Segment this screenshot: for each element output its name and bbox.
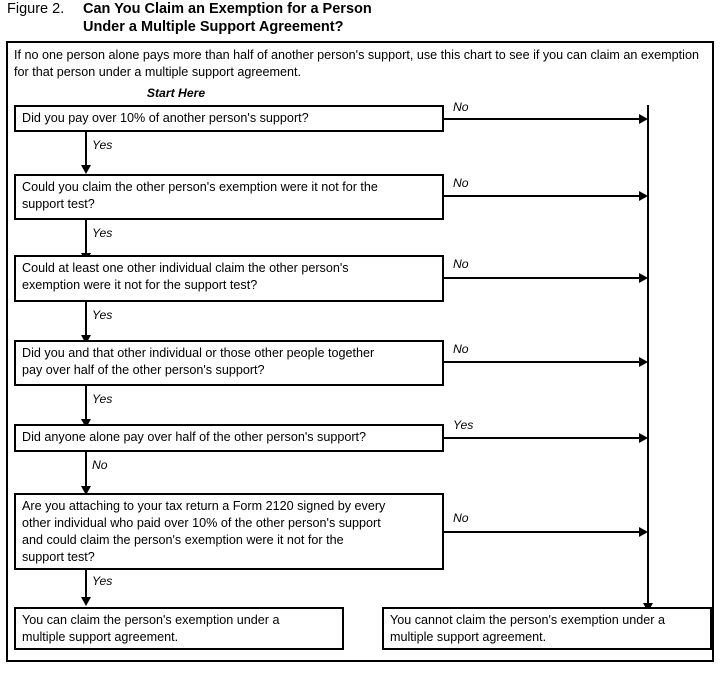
question-box-q2-line-2: support test? [22, 197, 95, 211]
arrowhead-q2-no [639, 191, 648, 201]
connector-q5-yes-horizontal [444, 437, 640, 439]
outcome-positive-line-2: multiple support agreement. [22, 630, 179, 644]
connector-q2-yes-vertical [85, 220, 87, 258]
start-here-label: Start Here [146, 86, 206, 100]
question-box-q1-line-1: Did you pay over 10% of another person's… [22, 111, 309, 125]
branch-label-q1-no: No [453, 100, 469, 114]
branch-label-q4-no: No [453, 342, 469, 356]
arrowhead-q6-yes [81, 597, 91, 606]
connector-q6-yes-vertical [85, 570, 87, 601]
connector-q3-no-horizontal [444, 277, 640, 279]
branch-label-q6-yes: Yes [92, 574, 113, 588]
arrowhead-q5-yes [639, 433, 648, 443]
arrowhead-q4-no [639, 357, 648, 367]
outcome-box-negative[interactable]: You cannot claim the person's exemption … [382, 607, 712, 650]
connector-no-collector-rail [647, 105, 649, 607]
question-box-q1[interactable]: Did you pay over 10% of another person's… [14, 105, 444, 132]
question-box-q2-line-1: Could you claim the other person's exemp… [22, 180, 378, 194]
connector-q6-no-horizontal [444, 531, 640, 533]
question-box-q6[interactable]: Are you attaching to your tax return a F… [14, 493, 444, 570]
figure-title-line-2: Under a Multiple Support Agreement? [83, 19, 344, 35]
question-box-q6-line-3: and could claim the person's exemption w… [22, 533, 344, 547]
question-box-q2[interactable]: Could you claim the other person's exemp… [14, 174, 444, 220]
question-box-q3-line-1: Could at least one other individual clai… [22, 261, 349, 275]
connector-q4-no-horizontal [444, 361, 640, 363]
question-box-q5-line-1: Did anyone alone pay over half of the ot… [22, 430, 367, 444]
branch-label-q6-no: No [453, 511, 469, 525]
arrowhead-q3-no [639, 273, 648, 283]
outcome-negative-line-1: You cannot claim the person's exemption … [390, 613, 665, 627]
question-box-q6-line-2: other individual who paid over 10% of th… [22, 516, 381, 530]
branch-label-q1-yes: Yes [92, 138, 113, 152]
arrowhead-q3-yes [81, 335, 91, 344]
arrowhead-q5-no [81, 486, 91, 495]
branch-label-q5-no: No [92, 458, 108, 472]
branch-label-q2-no: No [453, 176, 469, 190]
branch-label-q2-yes: Yes [92, 226, 113, 240]
figure-number-label: Figure 2. [7, 1, 65, 17]
branch-label-q4-yes: Yes [92, 392, 113, 406]
branch-label-q3-no: No [453, 257, 469, 271]
connector-q1-yes-vertical [85, 132, 87, 170]
arrowhead-q4-yes [81, 419, 91, 428]
question-box-q6-line-4: support test? [22, 550, 95, 564]
connector-q5-no-vertical [85, 452, 87, 491]
intro-paragraph: If no one person alone pays more than ha… [14, 48, 699, 79]
question-box-q4-line-2: pay over half of the other person's supp… [22, 363, 265, 377]
arrowhead-q1-yes [81, 165, 91, 174]
question-box-q6-line-1: Are you attaching to your tax return a F… [22, 499, 386, 513]
flowchart-frame: If no one person alone pays more than ha… [6, 41, 714, 662]
outcome-positive-line-1: You can claim the person's exemption und… [22, 613, 280, 627]
arrowhead-q6-no [639, 527, 648, 537]
arrowhead-q1-no [639, 114, 648, 124]
question-box-q5[interactable]: Did anyone alone pay over half of the ot… [14, 424, 444, 452]
figure-title-line-1: Can You Claim an Exemption for a Person [83, 1, 372, 17]
connector-q4-yes-vertical [85, 386, 87, 424]
outcome-box-positive[interactable]: You can claim the person's exemption und… [14, 607, 344, 650]
branch-label-q3-yes: Yes [92, 308, 113, 322]
question-box-q4[interactable]: Did you and that other individual or tho… [14, 340, 444, 386]
question-box-q4-line-1: Did you and that other individual or tho… [22, 346, 375, 360]
figure-title-block: Figure 2. Can You Claim an Exemption for… [0, 0, 721, 41]
outcome-negative-line-2: multiple support agreement. [390, 630, 547, 644]
connector-q1-no-horizontal [444, 118, 640, 120]
question-box-q3-line-2: exemption were it not for the support te… [22, 278, 258, 292]
branch-label-q5-yes: Yes [453, 418, 474, 432]
question-box-q3[interactable]: Could at least one other individual clai… [14, 255, 444, 302]
connector-q2-no-horizontal [444, 195, 640, 197]
figure-title: Can You Claim an Exemption for a Person … [83, 0, 372, 36]
connector-q3-yes-vertical [85, 302, 87, 340]
